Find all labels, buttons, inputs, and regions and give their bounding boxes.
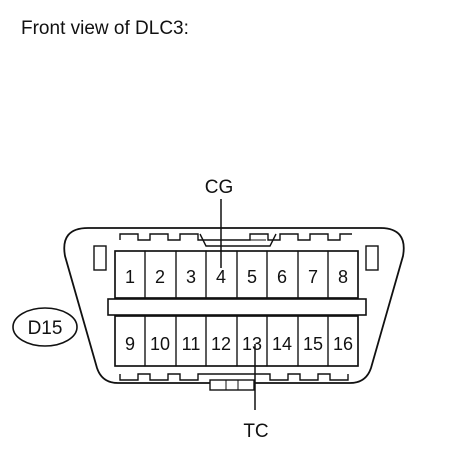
pin-number: 2 [155, 267, 165, 287]
pin-number: 1 [125, 267, 135, 287]
pin-number: 6 [277, 267, 287, 287]
pin-number: 10 [150, 334, 170, 354]
connector-top-key [199, 233, 277, 247]
pin-number: 15 [303, 334, 323, 354]
pin-number: 8 [338, 267, 348, 287]
left-latch-slot [93, 245, 107, 271]
pin-number: 12 [211, 334, 231, 354]
pin-number: 11 [182, 334, 201, 354]
connector-top-edge [119, 233, 352, 241]
pin-number: 7 [308, 267, 318, 287]
pin-cell [327, 315, 359, 367]
center-divider-bar [107, 298, 367, 316]
pin-number: 13 [242, 334, 262, 354]
connector-bottom-edge [119, 373, 349, 381]
right-latch-slot [365, 245, 379, 271]
pin-number: 5 [247, 267, 257, 287]
connector-code-text: D15 [28, 318, 63, 339]
pin-number: 3 [186, 267, 196, 287]
cg-label: CG [205, 177, 234, 198]
connector-code-badge [12, 307, 78, 347]
bottom-pin-row: 9 10 11 12 13 14 15 16 [114, 315, 359, 367]
pin-number: 14 [272, 334, 292, 354]
pin-number: 4 [216, 267, 226, 287]
diagram-title: Front view of DLC3: [21, 18, 189, 39]
pin-cell [327, 250, 359, 299]
pin-number: 16 [333, 334, 353, 354]
pin-number: 9 [125, 334, 135, 354]
connector-bottom-key [209, 379, 255, 391]
top-pin-row: 1 2 3 4 5 6 7 8 [114, 250, 359, 299]
tc-label: TC [243, 421, 268, 442]
